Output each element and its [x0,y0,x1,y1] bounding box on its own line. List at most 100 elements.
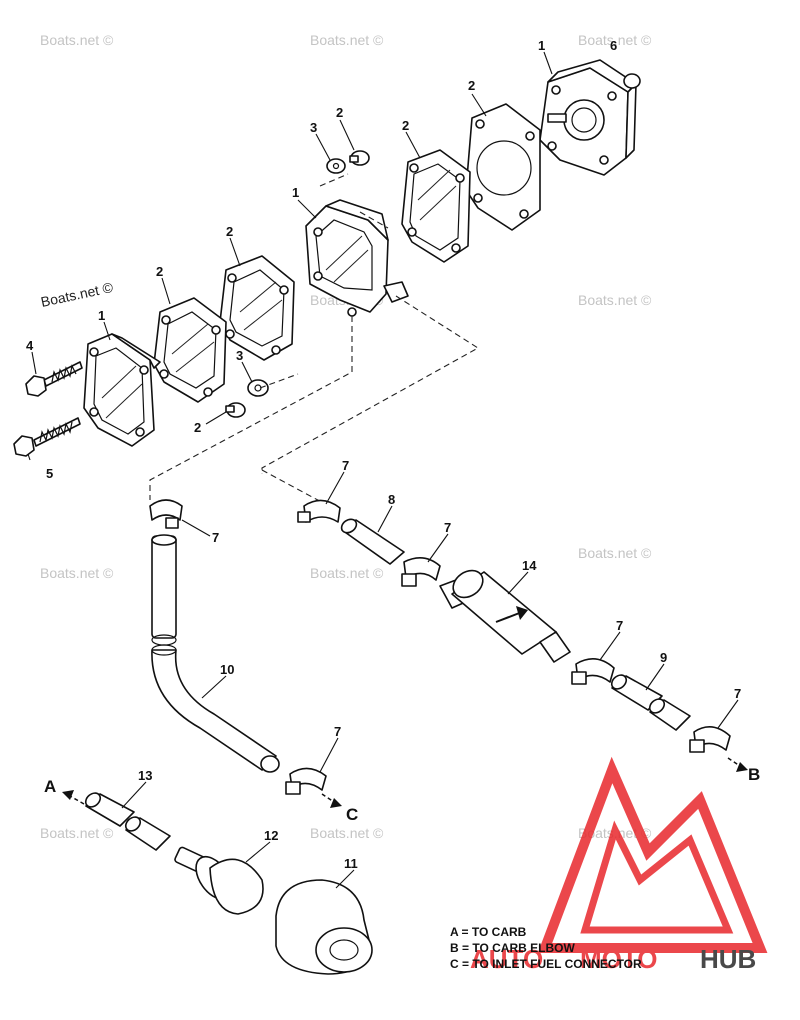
washer-lower [247,379,269,397]
cover-left-hole-2 [139,365,149,375]
cover-side-edge [625,83,637,159]
washer-top-hole [332,162,340,170]
callout-3: 3 [310,120,317,135]
watermark-6: Boats.net © [578,292,652,308]
route-b-label: B [748,765,760,784]
fitting-12-dome [209,858,264,915]
check-valve-lower [225,379,269,418]
gasket-left-hole-4 [203,387,213,397]
callout-4: 4 [26,338,34,353]
callout-5: 5 [46,466,53,481]
o-ring [623,73,641,89]
callout-13: 13 [138,768,152,783]
callout-14: 14 [522,558,537,573]
diaphragm-left-hole-4 [271,345,281,355]
dash-valve-top [319,173,349,187]
cover-nipple [547,113,567,123]
fitting-12 [174,846,264,915]
leader-7f [319,737,339,773]
leader-8 [377,505,393,533]
callout-11: 11 [344,856,358,871]
hose-9-end [610,674,628,690]
leader-1b [297,199,317,219]
screw-4-head [25,375,47,397]
cover-left-inner [93,347,145,435]
callout-2: 2 [402,118,409,133]
clamp-tab [401,573,417,587]
logo-mark-outer [537,756,768,953]
gasket-left-hole-3 [159,369,169,379]
leader-7e [717,699,739,729]
leader-1a [543,51,553,75]
dash-inlet [149,316,353,500]
screw-5-shank [33,417,81,447]
route-a-label: A [44,777,56,796]
screw-4 [25,361,83,397]
diaphragm-left-hatch-1 [239,281,277,313]
arrow-right-icon [736,762,748,772]
watermark-1: Boats.net © [40,32,114,48]
cover-bore-inner [571,107,597,133]
hose-10-body [151,649,277,771]
diaphragm-left-hole-2 [279,285,289,295]
cover-left [83,333,161,447]
screw-5 [13,417,81,457]
route-c-label: C [346,805,358,824]
callout-3: 3 [236,348,243,363]
washer-top [326,158,346,174]
hose-8 [340,518,405,565]
pump-body-top [325,199,389,241]
diaphragm-hole-3 [407,227,417,237]
route-c: C [321,793,358,824]
cover-left-hole-3 [89,407,99,417]
pump-body-hole-1 [313,271,323,281]
diaphragm-left-inner [229,269,285,347]
watermark-2: Boats.net © [310,32,384,48]
leader-1c [103,321,111,341]
leader-lines [27,51,739,889]
gasket-left-hatch-1 [171,323,209,355]
logo-hub: HUB [700,944,756,974]
gasket-hole-2 [525,131,535,141]
cover-hole-3 [547,141,557,151]
leader-2b [339,119,355,151]
screw-5-thread [39,421,73,443]
leader-2c [405,131,421,159]
clamp-ring [303,499,341,523]
hose-10 [151,644,280,773]
screw-4-shank [43,361,83,387]
flow-arrow-icon [516,606,528,620]
watermark-11: Boats.net © [310,825,384,841]
legend-line-a: A = TO CARB [450,925,527,939]
pump-body-hole-3 [313,227,323,237]
cover-left-hole-4 [135,427,145,437]
route-b: B [727,757,760,784]
callout-2: 2 [336,105,343,120]
bulb-front-inner [329,939,359,961]
callout-7: 7 [444,520,451,535]
legend: A = TO CARB B = TO CARB ELBOW C = TO INL… [450,925,642,971]
clamp-upper-left [149,499,183,529]
diaphragm-hole-2 [455,173,465,183]
diaphragm-left-hatch-2 [243,299,283,331]
callout-1: 1 [292,185,299,200]
hose-short-top [151,534,177,546]
gasket-top-large [465,103,541,231]
callout-7: 7 [616,618,623,633]
arrow-right-icon [330,798,342,808]
clamp-top-mid [297,499,341,523]
clamp-mid [401,557,441,587]
watermark-3: Boats.net © [578,32,652,48]
pump-body-hatch-1 [325,235,363,271]
diaphragm-top [401,149,471,263]
clamp-ring [149,499,183,521]
clamp-tab [689,739,705,753]
callout-2: 2 [226,224,233,239]
diaphragm-hatch-1 [417,169,451,201]
callout-10: 10 [220,662,234,677]
watermark-4: Boats.net © [39,279,115,310]
logo: AUTO MOTO HUB [470,756,768,974]
hose-9 [610,674,691,731]
leader-7c [181,519,211,537]
route-a: A [44,777,85,805]
